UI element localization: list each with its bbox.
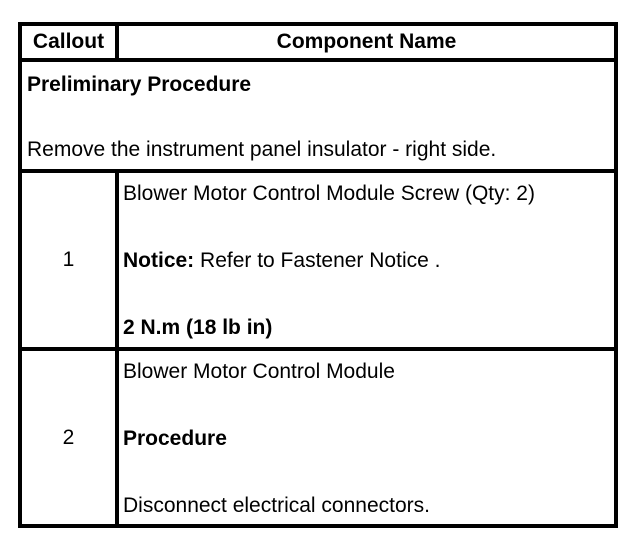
callout-column-header: Callout: [18, 22, 119, 62]
component-callout-table: Callout Component Name Preliminary Proce…: [18, 22, 618, 528]
component-cell-2: Blower Motor Control Module Procedure Di…: [115, 347, 618, 528]
preliminary-procedure-cell: Preliminary Procedure Remove the instrum…: [18, 58, 618, 173]
procedure-text: Disconnect electrical connectors.: [123, 494, 430, 517]
preliminary-procedure-row: Preliminary Procedure Remove the instrum…: [18, 58, 618, 173]
table-row-2: 2 Blower Motor Control Module Procedure …: [18, 347, 618, 528]
preliminary-procedure-title: Preliminary Procedure: [27, 73, 252, 96]
component-cell-1: Blower Motor Control Module Screw (Qty: …: [115, 169, 618, 351]
component-name-1: Blower Motor Control Module Screw (Qty: …: [123, 182, 535, 205]
notice-text: Refer to Fastener Notice .: [194, 249, 441, 272]
notice-label: Notice:: [123, 249, 195, 272]
notice-line: Notice: Refer to Fastener Notice .: [123, 244, 610, 277]
callout-number-2: 2: [18, 347, 119, 528]
preliminary-procedure-instruction: Remove the instrument panel insulator - …: [27, 138, 497, 161]
table-row-1: 1 Blower Motor Control Module Screw (Qty…: [18, 169, 618, 351]
component-name-2: Blower Motor Control Module: [123, 360, 395, 383]
component-name-column-header: Component Name: [115, 22, 618, 62]
procedure-label: Procedure: [123, 427, 227, 450]
table-header-row: Callout Component Name: [18, 22, 618, 62]
torque-spec: 2 N.m (18 lb in): [123, 316, 273, 339]
callout-number-1: 1: [18, 169, 119, 351]
